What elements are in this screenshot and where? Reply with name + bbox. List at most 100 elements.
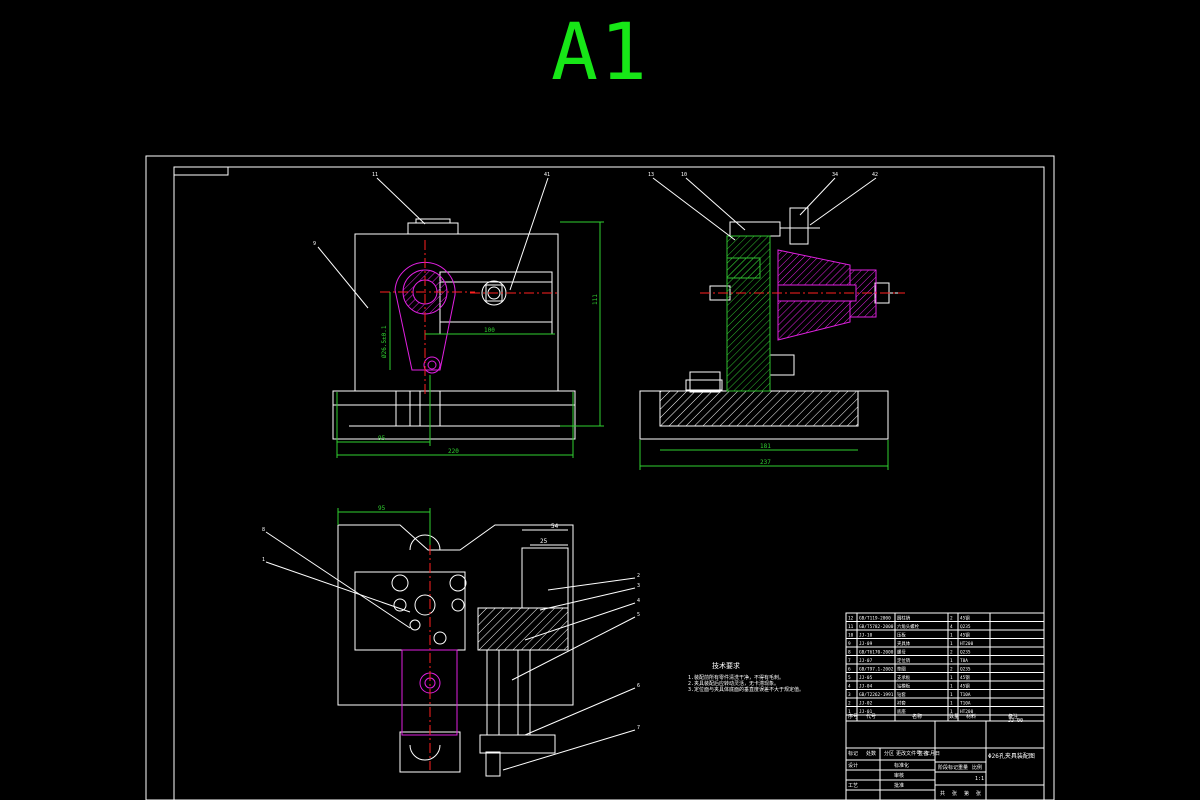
balloon-side-3: 34 — [832, 172, 838, 178]
bom-cell: 钻套 — [897, 691, 906, 698]
bom-header-remark: 备注 — [1008, 713, 1018, 720]
side-view-hatch-magenta — [777, 249, 877, 341]
bom-cell: 4 — [848, 684, 851, 690]
bom-cell: 1 — [950, 633, 953, 639]
bom-cell: JJ-01 — [859, 709, 873, 715]
bom-cell: JJ-09 — [859, 641, 873, 647]
balloon-top-6: 5 — [637, 612, 640, 618]
bom-cell: 10 — [848, 633, 854, 639]
sign-label-standard: 标准化 — [894, 762, 909, 769]
sign-label-mark: 标记 — [848, 750, 858, 757]
bom-cell: 3 — [848, 692, 851, 698]
sign-label-approve: 批准 — [894, 782, 904, 789]
balloon-top-2: 1 — [262, 557, 265, 563]
bom-cell: 11 — [848, 624, 854, 630]
bom-cell: 45钢 — [960, 683, 970, 690]
dim-top-d1: 54 — [551, 523, 559, 530]
balloon-side-2: 10 — [681, 172, 687, 178]
bom-cell: 1 — [950, 675, 953, 681]
bom-cell: Q235 — [960, 650, 971, 656]
balloon-top-5: 4 — [637, 598, 640, 604]
sheet-label-2: 张 — [952, 790, 957, 797]
bom-cell: 夹具体 — [897, 640, 911, 647]
bom-header-qty: 数量 — [949, 713, 959, 720]
balloon-top-7: 6 — [637, 683, 640, 689]
inner-border — [173, 166, 1045, 800]
bom-cell: 2 — [950, 616, 953, 622]
stage-label-weight: 重量 — [958, 764, 968, 771]
top-view-leaders — [265, 531, 636, 771]
bom-cell: GB/T2262-1991 — [859, 692, 894, 698]
dim-top-d2: 25 — [540, 538, 548, 545]
balloon-front-3: 9 — [313, 241, 316, 247]
front-view-axes — [380, 240, 560, 395]
bom-cell: 5 — [848, 675, 851, 681]
bom-cell: 支承板 — [897, 674, 911, 681]
dim-side-overall: 237 — [760, 459, 771, 466]
bom-cell: 4 — [950, 624, 953, 630]
sign-label-change: 更改文件号 — [896, 750, 921, 757]
notes-line-3: 3.定位面与夹具体底面的垂直度误差不大于规定值。 — [688, 686, 804, 693]
bom-cell: GB/T119-2000 — [859, 616, 891, 622]
bom-cell: 定位销 — [897, 657, 911, 664]
title-block-name: Φ26孔夹具装配图 — [988, 752, 1035, 760]
sign-label-review: 审核 — [894, 772, 904, 779]
bom-cell: 8 — [848, 650, 851, 656]
notes-line-2: 2.夹具装配后应转动灵活，无卡滞现象。 — [688, 680, 779, 687]
balloon-top-8: 7 — [637, 725, 640, 731]
dim-front-bore: Ø26.5±0.1 — [381, 325, 388, 358]
bom-cell: GB/T97.1-2002 — [859, 667, 894, 673]
bom-cell: 1 — [950, 709, 953, 715]
bom-cell: 衬套 — [897, 700, 906, 707]
balloon-front-2: 41 — [544, 172, 550, 178]
scale-value: 1:1 — [975, 776, 984, 782]
corner-label-box — [173, 166, 229, 176]
drawing-number: JJ-00 — [1008, 718, 1023, 724]
bom-cell: 2 — [848, 701, 851, 707]
sheet-label-3: 第 — [964, 790, 969, 797]
bom-cell: JJ-10 — [859, 633, 873, 639]
dim-side-inner: 181 — [760, 443, 771, 450]
bom-cell: 六角头螺栓 — [897, 623, 920, 630]
bom-cell: 垫圈 — [897, 666, 906, 673]
bom-header-material: 材料 — [966, 713, 976, 720]
bom-header-name: 名称 — [912, 713, 922, 720]
balloon-top-3: 2 — [637, 573, 640, 579]
bom-cell: 底座 — [897, 708, 906, 715]
bom-cell: 螺母 — [897, 649, 906, 656]
bom-cell: 圆柱销 — [897, 615, 911, 622]
dim-front-width: 220 — [448, 448, 459, 455]
bom-cell: JJ-02 — [859, 701, 873, 707]
balloon-front-1: 11 — [372, 172, 378, 178]
bom-cell: T10A — [960, 692, 971, 698]
bom-cell: 1 — [950, 658, 953, 664]
bom-cell: 2 — [950, 667, 953, 673]
stage-label-stage: 阶段标记 — [938, 764, 958, 771]
sign-label-zone: 分区 — [884, 750, 894, 757]
bom-cell: JJ-04 — [859, 684, 873, 690]
top-view-dim-white — [522, 529, 568, 546]
balloon-top-4: 3 — [637, 583, 640, 589]
bom-cell: 45钢 — [960, 674, 970, 681]
notes-line-1: 1.装配前所有零件清洗干净，不得有毛刺。 — [688, 674, 784, 681]
bom-cell: HT200 — [960, 709, 974, 715]
notes-heading: 技术要求 — [712, 661, 740, 670]
dim-top-width: 95 — [378, 505, 386, 512]
bom-cell: HT200 — [960, 641, 974, 647]
outer-border — [145, 155, 1055, 800]
bom-cell: 9 — [848, 641, 851, 647]
bom-cell: 6 — [848, 667, 851, 673]
balloon-top-1: 8 — [262, 527, 265, 533]
bom-cell: 2 — [950, 650, 953, 656]
bom-cell: 1 — [950, 684, 953, 690]
bom-cell: JJ-07 — [859, 658, 873, 664]
bom-cell: GB/T5782-2000 — [859, 624, 894, 630]
bom-cell: 1 — [950, 692, 953, 698]
balloon-side-1: 13 — [648, 172, 654, 178]
sheet-label-1: 共 — [940, 790, 945, 797]
side-view-hatch-green — [726, 235, 771, 392]
front-view-leaders — [317, 177, 549, 309]
bom-cell: Q235 — [960, 624, 971, 630]
